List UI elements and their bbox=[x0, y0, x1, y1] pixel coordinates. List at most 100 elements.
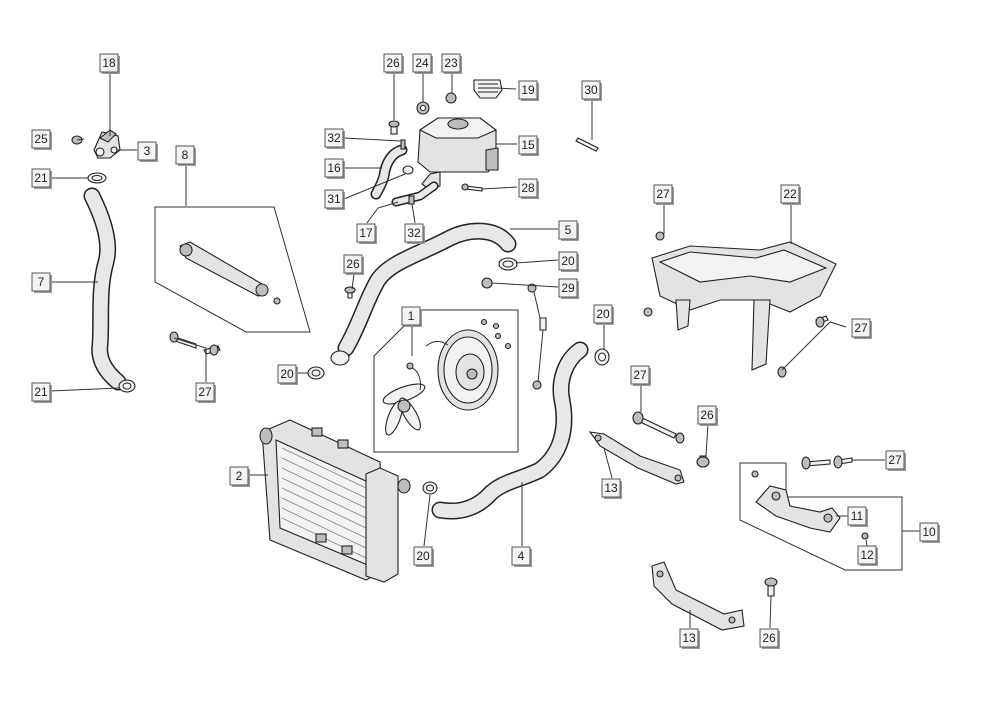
svg-text:21: 21 bbox=[34, 171, 48, 185]
screw-part-28 bbox=[461, 183, 483, 192]
clip-part-32-top bbox=[400, 139, 406, 150]
svg-text:27: 27 bbox=[633, 368, 647, 382]
callout-10: 10 bbox=[919, 522, 940, 543]
thermostat-housing-part-3 bbox=[93, 129, 121, 159]
hose-clamp-part-20-upper bbox=[498, 257, 518, 271]
svg-text:13: 13 bbox=[682, 631, 696, 645]
bolt-part-27-left bbox=[169, 331, 221, 356]
svg-text:20: 20 bbox=[561, 254, 575, 268]
svg-text:31: 31 bbox=[327, 192, 341, 206]
bracket-part-13-lower bbox=[651, 561, 745, 631]
callout-27-right: 27 bbox=[885, 450, 906, 471]
svg-text:1: 1 bbox=[408, 309, 415, 323]
coolant-hose-part-7 bbox=[83, 187, 127, 391]
coolant-hose-part-4 bbox=[431, 341, 589, 520]
svg-text:27: 27 bbox=[198, 385, 212, 399]
pin-part-30 bbox=[575, 137, 599, 152]
hose-clamp-part-21-bottom bbox=[118, 379, 136, 393]
callout-13-upper: 13 bbox=[601, 478, 622, 499]
svg-text:10: 10 bbox=[922, 525, 936, 539]
callout-23: 23 bbox=[441, 53, 462, 74]
bolt-part-27-bracket bbox=[632, 411, 685, 444]
callout-7: 7 bbox=[31, 272, 52, 293]
bolt-part-26-top bbox=[388, 120, 400, 135]
bolt-part-26-bottom bbox=[764, 577, 778, 597]
callout-20-right: 20 bbox=[593, 304, 614, 325]
svg-text:15: 15 bbox=[521, 138, 535, 152]
svg-text:20: 20 bbox=[596, 307, 610, 321]
cap-part-19 bbox=[473, 79, 503, 99]
hose-clamp-part-20-right bbox=[594, 348, 610, 366]
callout-11: 11 bbox=[847, 506, 868, 527]
washer-part-24 bbox=[416, 101, 430, 115]
frame-group-10 bbox=[739, 462, 903, 571]
hose-part-17 bbox=[391, 181, 439, 207]
callout-32-bottom: 32 bbox=[404, 223, 425, 244]
svg-text:30: 30 bbox=[584, 83, 598, 97]
svg-text:13: 13 bbox=[604, 481, 618, 495]
callout-32-top: 32 bbox=[324, 128, 345, 149]
svg-text:27: 27 bbox=[888, 453, 902, 467]
callout-27-bracket: 27 bbox=[630, 365, 651, 386]
svg-text:27: 27 bbox=[656, 187, 670, 201]
callout-30: 30 bbox=[581, 80, 602, 101]
callout-21-top: 21 bbox=[31, 168, 52, 189]
svg-text:7: 7 bbox=[38, 275, 45, 289]
svg-text:19: 19 bbox=[521, 83, 535, 97]
svg-text:26: 26 bbox=[700, 408, 714, 422]
callout-27-shroud-right: 27 bbox=[851, 318, 872, 339]
svg-text:2: 2 bbox=[236, 469, 243, 483]
callout-27-left: 27 bbox=[195, 382, 216, 403]
callout-21-bottom: 21 bbox=[31, 382, 52, 403]
svg-text:29: 29 bbox=[561, 281, 575, 295]
svg-text:32: 32 bbox=[327, 131, 341, 145]
callout-22: 22 bbox=[780, 184, 801, 205]
callout-20-upper: 20 bbox=[558, 251, 579, 272]
svg-text:32: 32 bbox=[407, 226, 421, 240]
callout-tags: 18 25 3 21 7 21 8 27 26 24 23 19 30 15 3… bbox=[31, 53, 940, 649]
leader-lines bbox=[49, 72, 920, 629]
callout-25: 25 bbox=[31, 129, 52, 150]
callout-3: 3 bbox=[137, 141, 158, 162]
callout-26-bracket: 26 bbox=[697, 405, 718, 426]
callout-24: 24 bbox=[412, 53, 433, 74]
hose-clamp-part-20-left bbox=[307, 366, 325, 380]
svg-text:17: 17 bbox=[359, 226, 373, 240]
callout-18: 18 bbox=[99, 53, 120, 74]
callout-31: 31 bbox=[324, 189, 345, 210]
svg-text:8: 8 bbox=[182, 148, 189, 162]
fan-blade bbox=[382, 383, 426, 436]
svg-text:28: 28 bbox=[521, 181, 535, 195]
callout-1: 1 bbox=[401, 306, 422, 327]
svg-text:4: 4 bbox=[518, 549, 525, 563]
mounting-bracket-part-8 bbox=[179, 241, 281, 305]
bolt-part-26-bracket bbox=[696, 455, 710, 468]
bolt-part-26-mid bbox=[344, 286, 356, 299]
fan-shroud-part-22 bbox=[643, 231, 837, 371]
callout-2: 2 bbox=[229, 466, 250, 487]
callout-20-left: 20 bbox=[277, 364, 298, 385]
expansion-tank-part-15 bbox=[417, 117, 499, 191]
svg-text:26: 26 bbox=[386, 56, 400, 70]
callout-19: 19 bbox=[518, 80, 539, 101]
svg-text:5: 5 bbox=[565, 223, 572, 237]
svg-text:26: 26 bbox=[346, 257, 360, 271]
bracket-part-11 bbox=[755, 485, 841, 533]
svg-text:18: 18 bbox=[102, 56, 116, 70]
svg-text:26: 26 bbox=[762, 631, 776, 645]
hose-clamp-part-21-top bbox=[87, 172, 107, 184]
callout-27-shroud-left: 27 bbox=[653, 184, 674, 205]
callout-28: 28 bbox=[518, 178, 539, 199]
small-nut-group-10 bbox=[751, 470, 759, 478]
svg-text:20: 20 bbox=[416, 549, 430, 563]
clamp-part-31 bbox=[402, 165, 414, 175]
svg-text:12: 12 bbox=[860, 548, 874, 562]
nut-part-23 bbox=[445, 92, 457, 104]
callout-15: 15 bbox=[518, 135, 539, 156]
clip-part-32-bottom bbox=[408, 195, 415, 205]
svg-text:21: 21 bbox=[34, 385, 48, 399]
svg-text:3: 3 bbox=[144, 144, 151, 158]
bolt-part-27-right bbox=[801, 455, 853, 470]
callout-13-lower: 13 bbox=[679, 628, 700, 649]
